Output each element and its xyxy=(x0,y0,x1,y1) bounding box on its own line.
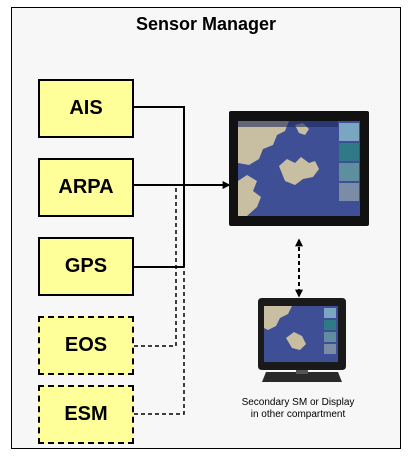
sensor-box-ais: AIS xyxy=(38,79,134,138)
secondary-display-caption: Secondary SM or Display in other compart… xyxy=(218,397,378,421)
caption-line-1: Secondary SM or Display xyxy=(241,397,355,408)
sensor-box-arpa: ARPA xyxy=(38,158,134,217)
diagram-title: Sensor Manager xyxy=(135,14,277,34)
caption-line-2: in other compartment xyxy=(250,409,346,420)
sensor-box-eos: EOS xyxy=(38,316,134,375)
sensor-box-gps: GPS xyxy=(38,237,134,296)
esm-connector xyxy=(134,267,185,415)
tablet-display-icon xyxy=(258,298,346,382)
ship-display-monitor-icon xyxy=(229,111,369,226)
sensor-box-esm: ESM xyxy=(38,385,134,444)
ais-connector xyxy=(134,106,185,267)
eos-connector xyxy=(134,185,177,347)
